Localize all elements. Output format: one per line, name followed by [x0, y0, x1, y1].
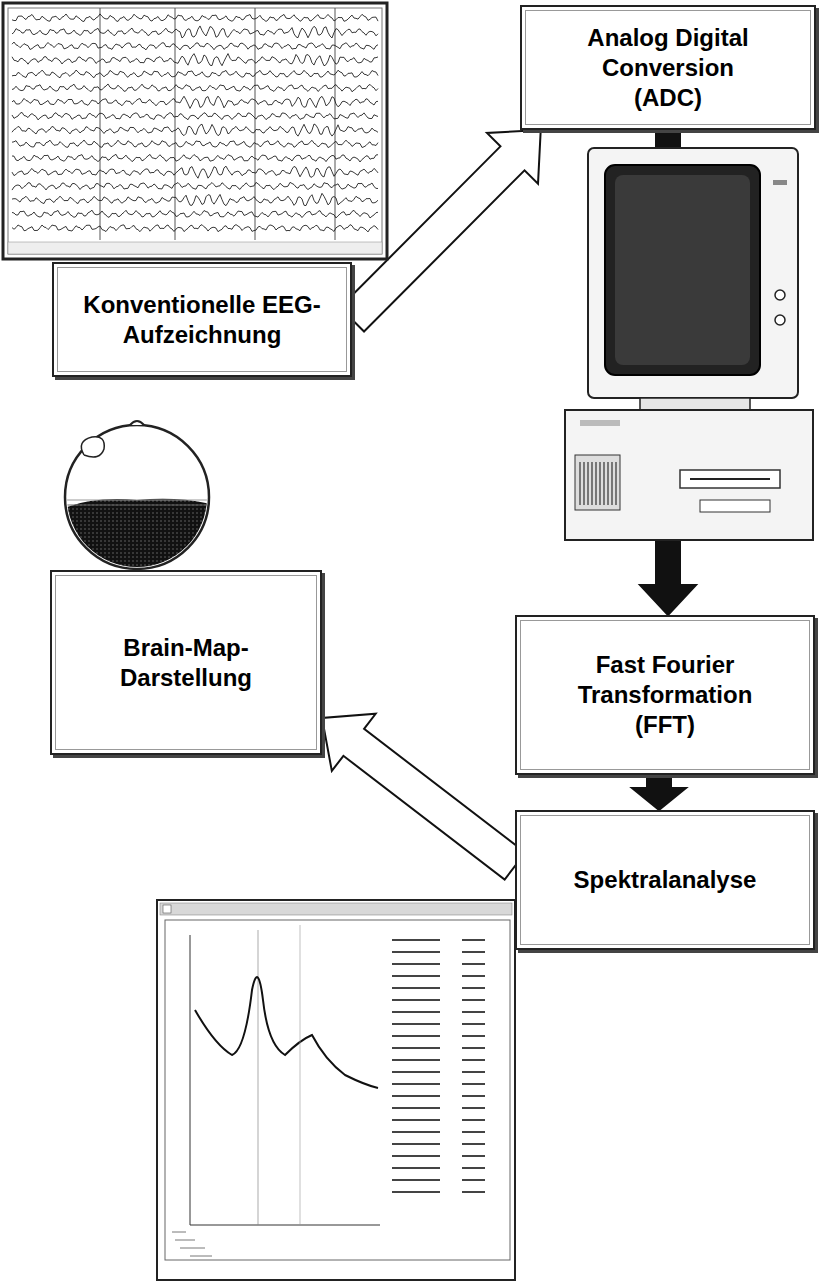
- table-row: [462, 1155, 485, 1157]
- eeg-wave: [12, 166, 378, 178]
- box-label: Brain-Map-Darstellung: [86, 633, 286, 693]
- vent-slot: [591, 462, 592, 505]
- eeg-wave: [12, 193, 378, 205]
- table-row: [392, 963, 440, 965]
- vent-slot: [583, 462, 584, 505]
- eeg-wave: [12, 140, 378, 148]
- process-box: Fast Fourier Transformation (FFT): [515, 615, 815, 775]
- eeg-wave: [12, 154, 378, 162]
- table-row: [462, 1179, 485, 1181]
- eeg-wave: [12, 182, 378, 190]
- table-row: [392, 1143, 440, 1145]
- table-row: [462, 1191, 485, 1193]
- table-row: [392, 999, 440, 1001]
- process-box: Spektralanalyse: [515, 810, 815, 950]
- table-row: [392, 1011, 440, 1013]
- eeg-wave: [12, 84, 378, 92]
- computer-illustration: [565, 148, 813, 540]
- eeg-wave: [12, 42, 378, 50]
- vent-slot: [607, 462, 608, 505]
- spectrum-screenshot: [157, 900, 515, 1280]
- vent-slot: [579, 462, 580, 505]
- eeg-wave: [12, 54, 378, 66]
- table-row: [462, 1131, 485, 1133]
- table-row: [462, 1167, 485, 1169]
- table-row: [392, 1131, 440, 1133]
- brain-map-head: [60, 421, 215, 575]
- process-box: Konventionelle EEG-Aufzeichnung: [52, 262, 352, 377]
- process-box: Analog Digital Conversion (ADC): [520, 5, 816, 130]
- table-row: [392, 1083, 440, 1085]
- table-row: [392, 1167, 440, 1169]
- vent-slot: [587, 462, 588, 505]
- table-row: [392, 1119, 440, 1121]
- eeg-wave: [12, 14, 378, 22]
- eeg-wave: [12, 124, 378, 136]
- table-row: [462, 939, 485, 941]
- table-row: [462, 951, 485, 953]
- table-row: [462, 987, 485, 989]
- eeg-wave: [12, 210, 378, 218]
- table-row: [462, 1011, 485, 1013]
- box-label: Spektralanalyse: [574, 865, 757, 895]
- table-row: [392, 951, 440, 953]
- table-row: [392, 1035, 440, 1037]
- table-row: [392, 1023, 440, 1025]
- table-row: [462, 963, 485, 965]
- box-label: Fast Fourier Transformation (FFT): [563, 650, 768, 740]
- block-arrow-outline: [322, 714, 525, 880]
- table-row: [392, 1071, 440, 1073]
- box-label: Konventionelle EEG-Aufzeichnung: [67, 290, 337, 350]
- vent-slot: [615, 462, 616, 505]
- eeg-wave: [12, 26, 378, 38]
- table-row: [462, 1083, 485, 1085]
- eeg-wave: [12, 225, 378, 232]
- table-row: [462, 975, 485, 977]
- table-row: [462, 1095, 485, 1097]
- table-row: [392, 939, 440, 941]
- table-row: [462, 1119, 485, 1121]
- table-row: [462, 1059, 485, 1061]
- table-row: [392, 1107, 440, 1109]
- table-row: [462, 1107, 485, 1109]
- table-row: [392, 975, 440, 977]
- eeg-wave: [12, 96, 378, 108]
- vent-slot: [595, 462, 596, 505]
- table-row: [462, 999, 485, 1001]
- table-row: [392, 1191, 440, 1193]
- table-row: [462, 1143, 485, 1145]
- table-row: [392, 1059, 440, 1061]
- box-label: Analog Digital Conversion (ADC): [568, 23, 768, 113]
- table-row: [392, 1047, 440, 1049]
- table-row: [462, 1047, 485, 1049]
- vent-slot: [611, 462, 612, 505]
- table-row: [392, 1095, 440, 1097]
- vent-slot: [599, 462, 600, 505]
- vent-slot: [603, 462, 604, 505]
- table-row: [392, 1155, 440, 1157]
- block-arrow: [632, 775, 686, 810]
- output-box: Brain-Map-Darstellung: [50, 570, 322, 755]
- table-row: [392, 1179, 440, 1181]
- table-row: [462, 1035, 485, 1037]
- eeg-wave: [12, 70, 378, 78]
- table-row: [462, 1023, 485, 1025]
- eeg-trace-screen: [3, 3, 387, 259]
- eeg-wave: [12, 112, 378, 120]
- table-row: [462, 1071, 485, 1073]
- table-row: [392, 987, 440, 989]
